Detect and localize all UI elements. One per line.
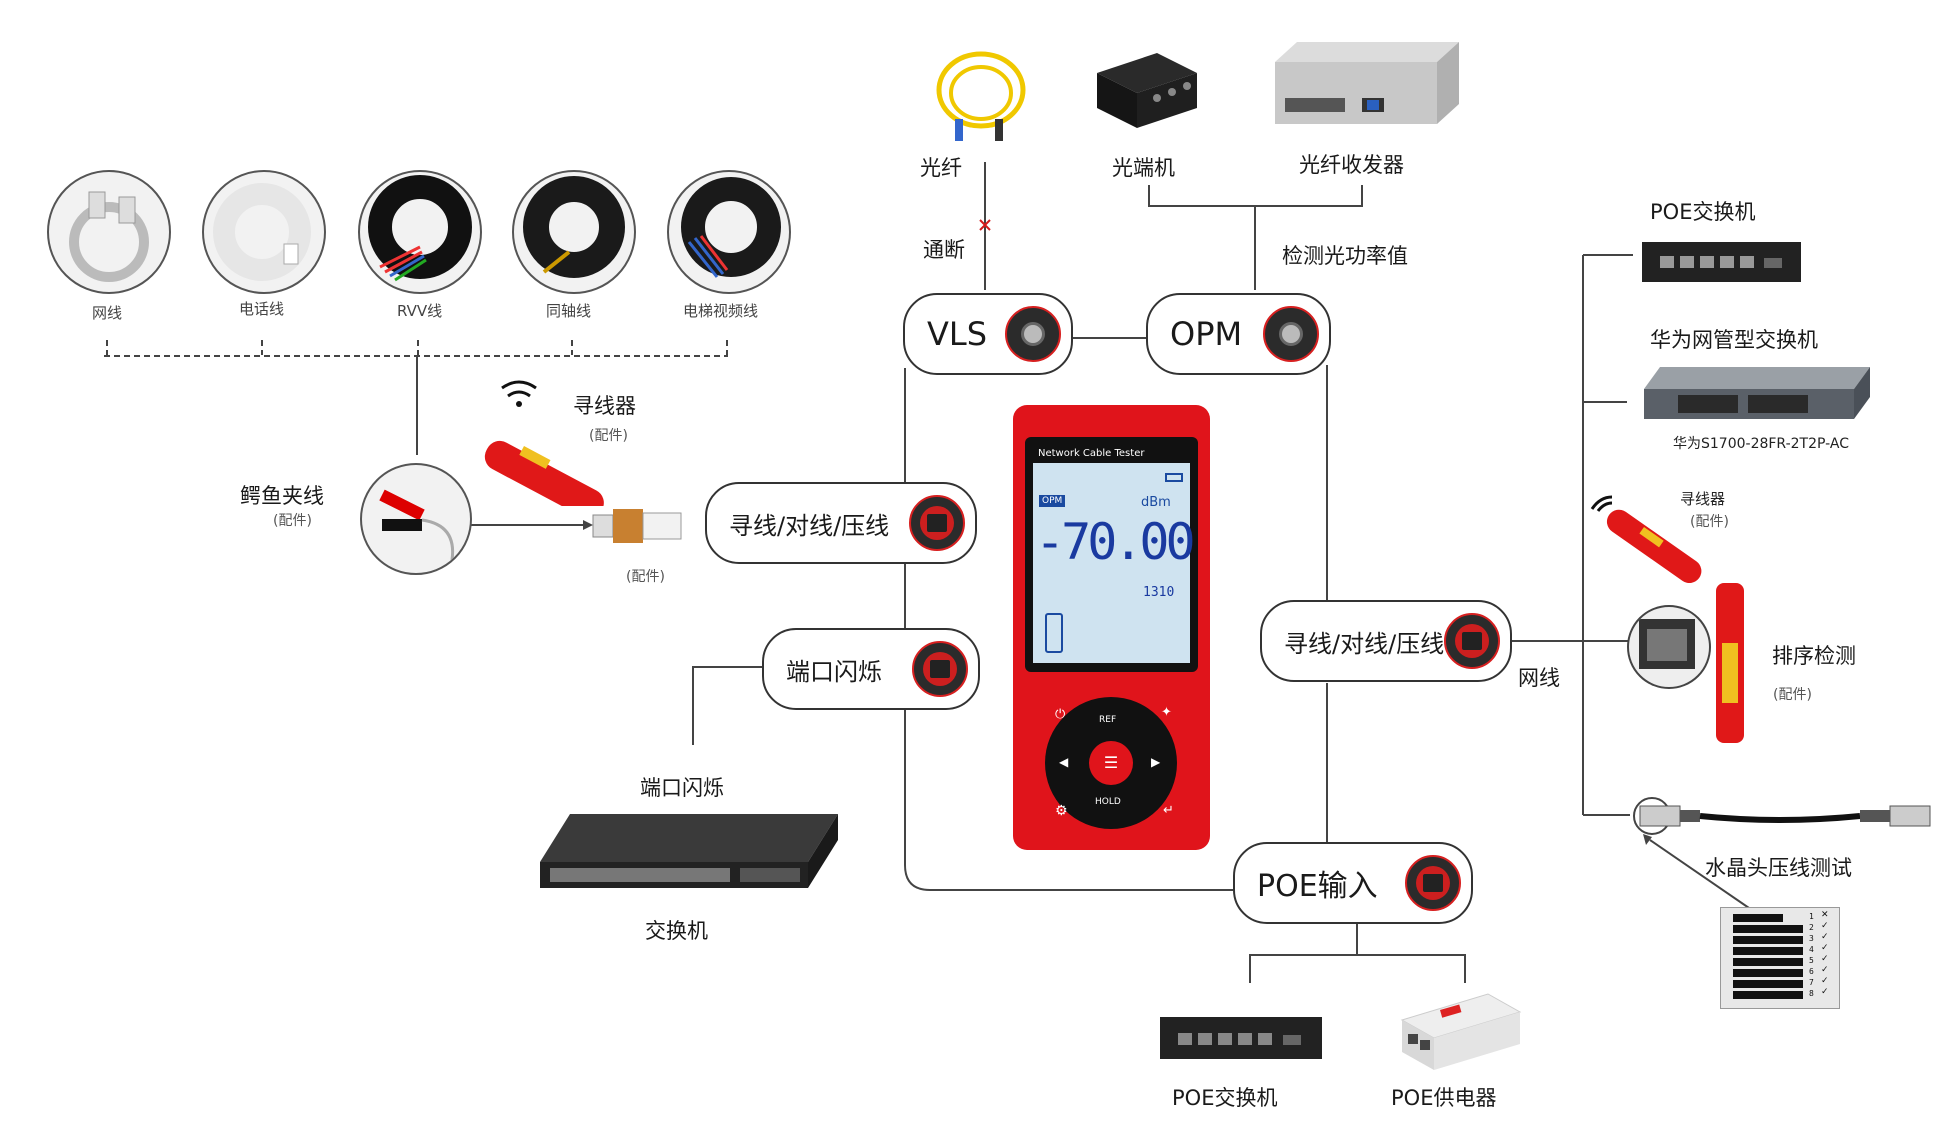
- wire-number: 7: [1809, 978, 1814, 987]
- optical-power-label: 检测光功率值: [1282, 244, 1408, 268]
- trace-pill-right[interactable]: 寻线/对线/压线: [1260, 600, 1512, 682]
- rj45-port-closeup: [1627, 605, 1711, 689]
- wire-number: 5: [1809, 956, 1814, 965]
- poe-switch-bottom-label: POE交换机: [1172, 1086, 1278, 1110]
- reading-value: -70.00: [1035, 513, 1196, 571]
- crocodile-clip-image: [360, 463, 472, 575]
- opm-port-icon: [1263, 306, 1319, 362]
- huawei-model-label: 华为S1700-28FR-2T2P-AC: [1673, 436, 1849, 452]
- wire-number: 1: [1809, 912, 1814, 921]
- vls-port-icon: [1005, 306, 1061, 362]
- poe-input-pill[interactable]: POE输入: [1233, 842, 1473, 924]
- cable-label-phone: 电话线: [239, 300, 285, 318]
- vls-label: VLS: [927, 315, 988, 353]
- opm-pill[interactable]: OPM: [1146, 293, 1331, 375]
- wavelength-value: 1310: [1143, 585, 1175, 600]
- sequence-sub: (配件): [1773, 687, 1812, 703]
- power-icon[interactable]: ⏻: [1055, 707, 1066, 722]
- device-mini-icon: [1045, 613, 1063, 653]
- lcd-screen: Network Cable Tester OPM dBm -70.00 1310: [1033, 445, 1196, 663]
- trace-label-right: 寻线/对线/压线: [1284, 629, 1445, 658]
- cable-label-elevator: 电梯视频线: [683, 302, 759, 320]
- fiber-label: 光纤: [920, 156, 962, 180]
- wire-number: 2: [1809, 923, 1814, 932]
- port-flash-caption: 端口闪烁: [640, 776, 724, 800]
- phone-cable-image: [202, 170, 326, 294]
- right-poe-switch-label: POE交换机: [1650, 200, 1756, 224]
- battery-icon: [1165, 473, 1183, 482]
- wire-number: 3: [1809, 934, 1814, 943]
- rvv-cable-image: [358, 170, 482, 294]
- port-flash-label: 端口闪烁: [786, 657, 882, 686]
- continuity-label: 通断: [923, 238, 965, 262]
- rj45-adapter-image: [592, 509, 682, 543]
- trace-label-left: 寻线/对线/压线: [729, 511, 890, 540]
- screen-title: Network Cable Tester: [1038, 448, 1145, 459]
- wire-check-marks: ✕✓✓✓✓✓✓✓: [1821, 910, 1829, 997]
- trace-pill-left[interactable]: 寻线/对线/压线: [705, 482, 977, 564]
- poe-injector-image: [1400, 993, 1522, 1070]
- wire-numbers: 1 2 3 4 5 6 7 8: [1809, 911, 1814, 999]
- ref-button[interactable]: REF: [1099, 715, 1117, 725]
- poe-switch-bottom-image: [1160, 1017, 1322, 1059]
- control-pad: ☰ REF HOLD ◀ ▶: [1045, 697, 1177, 829]
- coaxial-cable-image: [512, 170, 636, 294]
- hold-button[interactable]: HOLD: [1095, 797, 1121, 807]
- transceiver-label: 光纤收发器: [1299, 153, 1404, 177]
- cable-label-rvv: RVV线: [397, 302, 443, 320]
- wire-number: 4: [1809, 945, 1814, 954]
- wire-order-chart: 1 2 3 4 5 6 7 8 ✕✓✓✓✓✓✓✓: [1720, 907, 1840, 1009]
- optical-terminal-label: 光端机: [1112, 156, 1175, 180]
- cable-label-coaxial: 同轴线: [546, 302, 592, 320]
- cable-tester-device: Network Cable Tester OPM dBm -70.00 1310…: [1013, 405, 1210, 850]
- right-arrow-button[interactable]: ▶: [1151, 755, 1161, 769]
- right-finder-label: 寻线器: [1680, 490, 1726, 508]
- finder-label-left: 寻线器: [573, 394, 636, 418]
- trace-left-port-icon: [909, 495, 965, 551]
- right-poe-switch-image: [1642, 242, 1801, 282]
- huawei-switch-image: [1644, 367, 1870, 419]
- clip-sub-label: (配件): [273, 513, 312, 529]
- finder-sub-label-left: (配件): [589, 428, 628, 444]
- flashlight-icon[interactable]: ✦: [1161, 705, 1172, 720]
- cable-label-network: 网线: [92, 304, 123, 322]
- fiber-patch-cord-image: [936, 51, 1026, 141]
- enter-icon[interactable]: ↵: [1163, 803, 1174, 818]
- port-flash-port-icon: [912, 641, 968, 697]
- poe-injector-label: POE供电器: [1391, 1086, 1497, 1110]
- menu-button[interactable]: ☰: [1089, 741, 1133, 785]
- optical-terminal-image: [1097, 53, 1197, 128]
- opm-label: OPM: [1170, 315, 1243, 353]
- poe-input-port-icon: [1405, 855, 1461, 911]
- wire-finder-image: [484, 380, 604, 506]
- screen-bezel: Network Cable Tester OPM dBm -70.00 1310: [1025, 437, 1198, 672]
- switch-caption: 交换机: [645, 919, 708, 943]
- huawei-switch-label: 华为网管型交换机: [1650, 328, 1818, 352]
- clip-label: 鳄鱼夹线: [240, 484, 324, 508]
- adapter-sub-label: (配件): [626, 569, 665, 585]
- unit-label: dBm: [1141, 495, 1171, 510]
- network-switch-image: [540, 814, 838, 888]
- wire-number: 8: [1809, 989, 1814, 998]
- fiber-transceiver-image: [1275, 42, 1459, 124]
- trace-right-port-icon: [1444, 613, 1500, 669]
- right-finder-sub: (配件): [1690, 514, 1729, 530]
- wire-number: 6: [1809, 967, 1814, 976]
- sequence-tester-image: [1716, 583, 1744, 743]
- vls-pill[interactable]: VLS: [903, 293, 1073, 375]
- left-arrow-button[interactable]: ◀: [1059, 755, 1069, 769]
- network-cable-label: 网线: [1518, 666, 1560, 690]
- crimp-cable-image: [1633, 797, 1931, 835]
- right-wire-finder-image: [1590, 495, 1702, 584]
- elevator-video-cable-image: [667, 170, 791, 294]
- mode-badge: OPM: [1039, 495, 1066, 507]
- network-cable-image: [47, 170, 171, 294]
- port-flash-pill[interactable]: 端口闪烁: [762, 628, 980, 710]
- poe-input-label: POE输入: [1257, 869, 1378, 904]
- sequence-label: 排序检测: [1772, 644, 1856, 668]
- crimp-test-label: 水晶头压线测试: [1705, 856, 1852, 880]
- settings-gear-icon[interactable]: ⚙: [1055, 803, 1068, 819]
